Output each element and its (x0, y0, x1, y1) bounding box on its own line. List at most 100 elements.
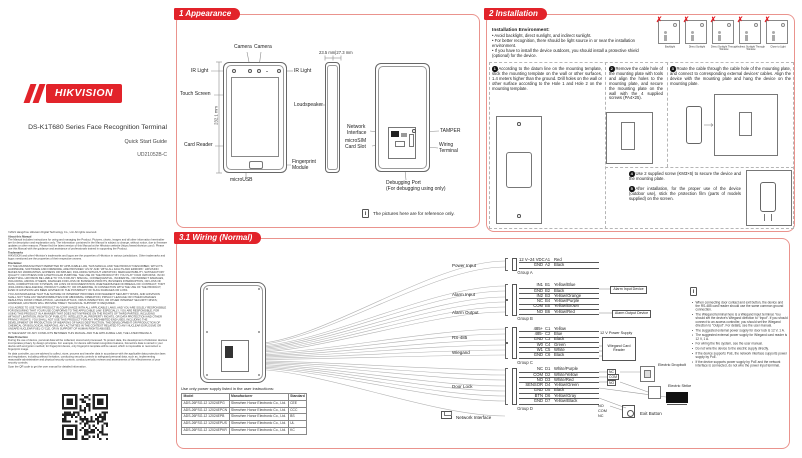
electric-dropbolt-bolt (644, 370, 651, 378)
person-icon (718, 31, 721, 41)
pin-name: IN1 (536, 282, 543, 288)
wiring-note: When connecting door contact and exit bu… (692, 301, 788, 312)
wire-color: Black (554, 352, 565, 358)
debug-port-icon (395, 141, 405, 147)
pin-name: 485- (534, 331, 543, 336)
alarm-input-label: Alarm Input (452, 292, 476, 297)
wire-color: Green (554, 341, 566, 347)
debugging-port-label: Debugging Port (For debugging using only… (386, 180, 446, 192)
pin-name: GND (533, 336, 543, 342)
scenario-caption: Indirect Sunlight Through Window (737, 45, 765, 52)
legal-text: ©2021 Hangzhou Hikvision Digital Technol… (8, 231, 168, 369)
screw-dot (258, 374, 260, 376)
legal-paragraph: YOU AGREE TO USE THIS PRODUCT IN COMPLIA… (8, 306, 167, 331)
terminal-strip-b (512, 283, 517, 316)
micro-usb-label: microUSB (230, 177, 253, 183)
alarm-output-device-box: Alarm Output Device (612, 310, 651, 318)
psu-table-header-cell: Model (181, 393, 230, 401)
psu-table-cell: ADS-26FSG-12 12024EPKR (181, 426, 230, 435)
pin-id: D1 (545, 366, 551, 372)
group-label: Group D (517, 405, 533, 411)
device-figure (686, 106, 702, 144)
x-mark-icon: ✗ (764, 15, 771, 24)
screw-mark (771, 214, 772, 221)
wire-color: White/Purple (554, 366, 578, 372)
install-scenario: ✗Direct Sunlight (683, 15, 707, 48)
wire-color: White/Red (554, 376, 574, 382)
pin-name: COM (533, 371, 543, 377)
sun-icon (700, 23, 704, 27)
x-mark-icon: ✗ (710, 15, 717, 24)
wiring-terminal-icon (409, 134, 414, 147)
install-scenario: ✗Backlight (656, 15, 680, 48)
sun-icon (673, 23, 677, 27)
height-dimension: 232.1 mm (213, 106, 219, 125)
wiegand-label: Wiegand (452, 350, 470, 355)
ir-light-icon (232, 69, 236, 73)
network-port-icon (401, 133, 407, 137)
legal-paragraph: As data controller, you are advised to c… (8, 352, 166, 365)
pin-name: COM (533, 303, 543, 309)
note-icon: i (362, 209, 369, 218)
pin-id: B1 (545, 282, 551, 288)
scenario-caption: Direct Sunlight (688, 45, 706, 49)
camera-label: Camera (234, 44, 252, 50)
pin-name: BTN (534, 392, 543, 398)
door-contact-line (667, 404, 687, 405)
device-front-inner-line (226, 65, 284, 170)
fingerprint-module-area (249, 161, 263, 169)
terminal-block-icon (225, 346, 233, 358)
pin-id: B4 (545, 298, 551, 304)
pin-name: NO (536, 308, 543, 314)
pin-id: B3 (545, 292, 551, 298)
psu-table-cell: CEE (287, 399, 308, 408)
microsim-slot-icon (391, 131, 399, 137)
reference-note: The pictures here are for reference only… (373, 211, 455, 216)
wire-color: Yellow/Red (554, 308, 575, 314)
pin-id: D5 (545, 387, 551, 393)
psu-table-cell: Shenzhen Honor Electronic Co., Ltd. (228, 399, 289, 408)
wire-color: Black (554, 262, 565, 267)
x-mark-icon: ✗ (656, 15, 663, 24)
group-bracket (505, 327, 508, 343)
power-input-label: Power Input (452, 263, 477, 268)
wiring-note: If the device supports PoE, the network … (692, 352, 788, 359)
wire-color: Yellow/Black (554, 397, 578, 403)
wire-color: Yellow/Blue (554, 282, 576, 288)
pin-name: 485+ (533, 325, 543, 331)
psu-table-cell: UL (287, 420, 308, 428)
guide-title: Quick Start Guide (124, 139, 167, 145)
psu-table-cell: Shenzhen Honor Electronic Co., Ltd. (228, 406, 289, 415)
pin-name: GND (533, 397, 543, 403)
install-scenario: ✗Indirect Sunlight Through Window (737, 15, 765, 51)
wiring-note: The suggested external power supply for … (692, 329, 788, 333)
electric-dropbolt-label: Electric Dropbolt (658, 363, 686, 367)
wiring-note: The suggested external power supply for … (692, 334, 788, 341)
person-icon (691, 31, 694, 41)
pin-id: D3 (545, 376, 551, 382)
button-terminal-tag: COM (598, 409, 607, 413)
exit-button-label: Exit Button (640, 411, 662, 416)
installation-scenarios: ✗Backlight✗Direct Sunlight✗Direct Sunlig… (656, 15, 793, 51)
button-terminal-tag: NC (598, 414, 604, 418)
install-scenario: ✗Direct Sunlight Through Window (710, 15, 737, 51)
wire-color: Yellow/Purple (554, 298, 580, 304)
pin-id: C3 (545, 336, 551, 342)
pin-id: B5 (545, 303, 551, 309)
group-label: Group C (517, 359, 533, 365)
indicator-dot (266, 70, 268, 73)
note-icon: i (690, 287, 697, 296)
screw-mark (764, 214, 765, 221)
